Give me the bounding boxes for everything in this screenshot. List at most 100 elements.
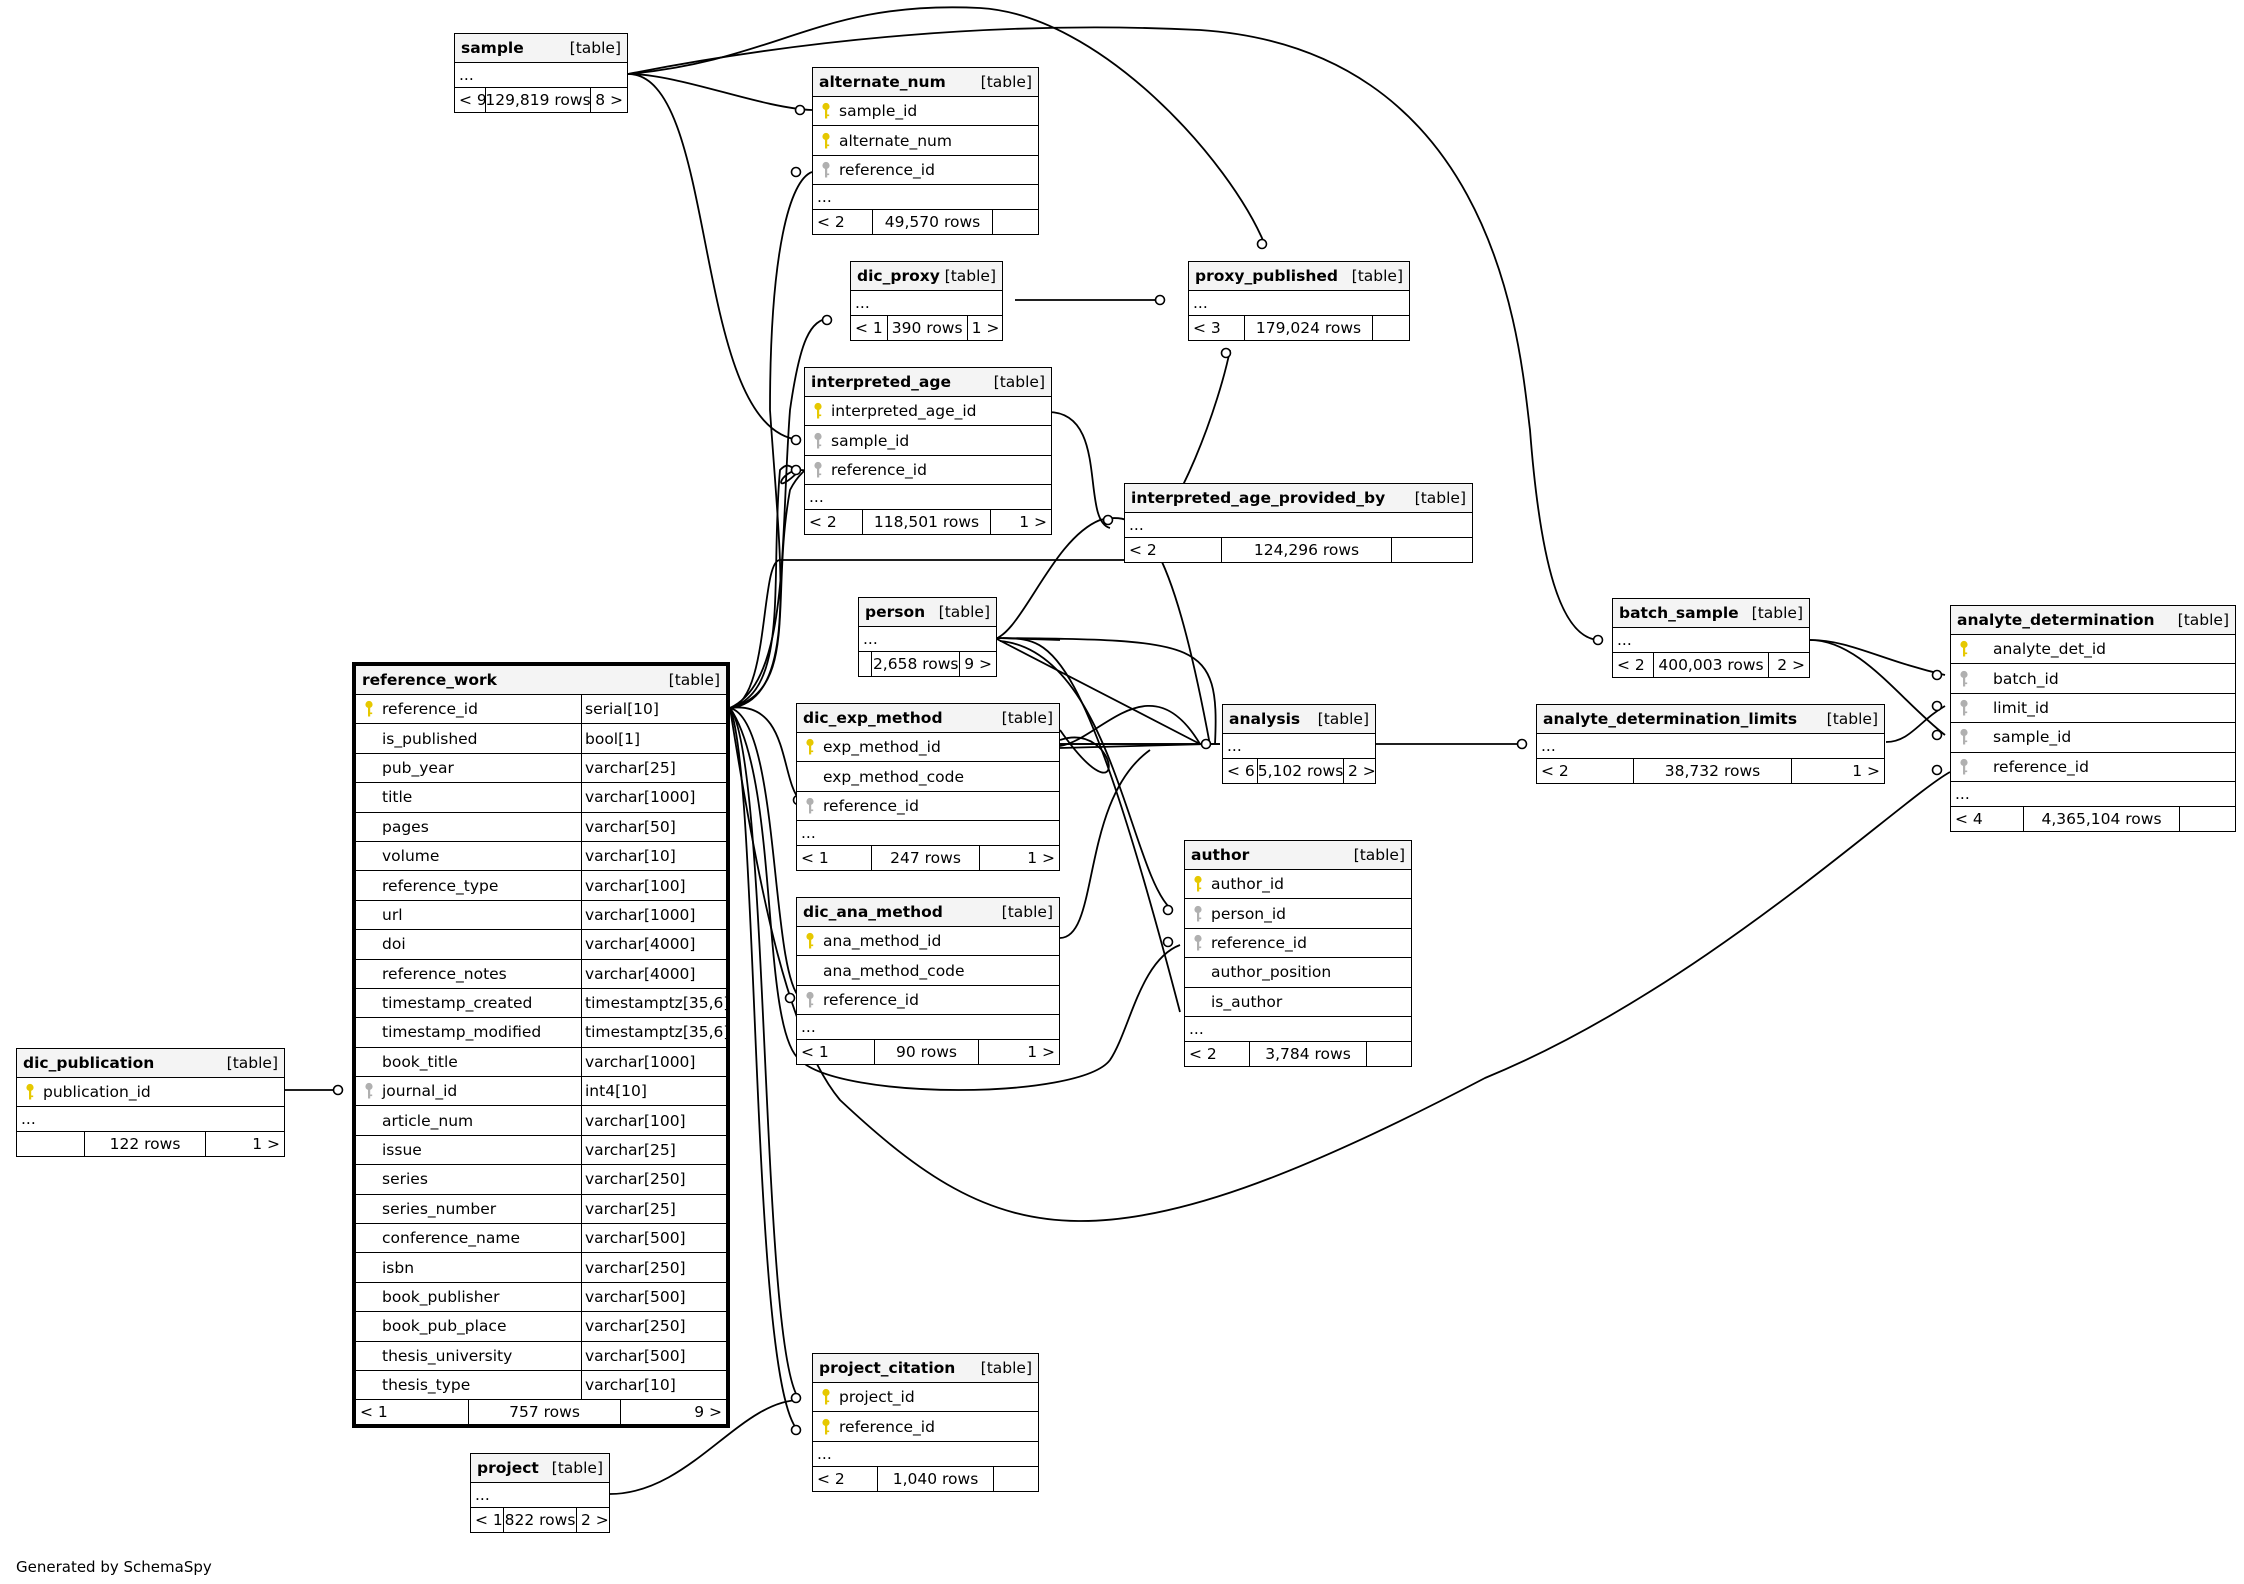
foot-right[interactable] bbox=[993, 1466, 1038, 1491]
foot-right[interactable]: 8 > bbox=[590, 88, 627, 112]
column-row: author_id bbox=[1185, 870, 1411, 900]
column-name: is_published bbox=[382, 729, 478, 748]
foot-right[interactable] bbox=[2179, 806, 2235, 831]
table-analyte-determination[interactable]: analyte_determination[table] analyte_det… bbox=[1950, 605, 2236, 832]
foot-left[interactable]: < 2 bbox=[1189, 1044, 1217, 1063]
foot-left[interactable] bbox=[17, 1132, 84, 1156]
column-name: thesis_type bbox=[382, 1376, 471, 1395]
row-count: 38,732 rows bbox=[1633, 759, 1791, 783]
foot-right[interactable]: 9 > bbox=[620, 1400, 726, 1425]
table-interpreted-age-provided-by[interactable]: interpreted_age_provided_by[table] ... <… bbox=[1124, 483, 1473, 563]
foot-right[interactable] bbox=[992, 210, 1038, 235]
table-header: analysis[table] bbox=[1223, 705, 1375, 734]
foot-right[interactable] bbox=[1391, 538, 1472, 562]
foot-right[interactable]: 1 > bbox=[978, 1040, 1059, 1065]
table-name: person bbox=[865, 603, 926, 621]
foot-right[interactable] bbox=[1366, 1041, 1411, 1066]
table-analyte-determination-limits[interactable]: analyte_determination_limits[table] ... … bbox=[1536, 704, 1885, 784]
table-header: dic_ana_method[table] bbox=[797, 898, 1059, 927]
foot-left[interactable]: < 1 bbox=[801, 1043, 829, 1062]
more-columns: ... bbox=[813, 1442, 1038, 1467]
foot-left[interactable]: < 1 bbox=[360, 1403, 388, 1422]
column-name: project_id bbox=[839, 1388, 915, 1407]
column-name: doi bbox=[382, 935, 406, 954]
foot-left[interactable]: < 3 bbox=[1193, 319, 1221, 337]
foot-left[interactable]: < 2 bbox=[1617, 656, 1645, 674]
more-columns: ... bbox=[17, 1107, 284, 1133]
table-author[interactable]: author[table] author_id person_id refere… bbox=[1184, 840, 1412, 1067]
column-row: reference_id bbox=[1185, 929, 1411, 959]
foot-right[interactable]: 1 > bbox=[990, 510, 1051, 535]
primary-key-icon bbox=[805, 738, 815, 756]
foot-left[interactable]: < 2 bbox=[1541, 762, 1569, 780]
row-count: 49,570 rows bbox=[872, 210, 992, 235]
more-columns: ... bbox=[797, 1015, 1059, 1041]
column-name: thesis_university bbox=[382, 1346, 513, 1365]
column-row: limit_id bbox=[1951, 694, 2235, 724]
column-row: author_position bbox=[1185, 958, 1411, 988]
table-tag: [table] bbox=[980, 1359, 1032, 1377]
table-header: interpreted_age[table] bbox=[805, 368, 1051, 397]
table-tag: [table] bbox=[551, 1459, 603, 1477]
column-name: timestamp_created bbox=[382, 994, 533, 1013]
foot-left[interactable]: < 4 bbox=[1955, 809, 1983, 828]
column-type: varchar[50] bbox=[581, 812, 726, 841]
column-name: sample_id bbox=[1993, 728, 2072, 747]
table-header: alternate_num[table] bbox=[813, 68, 1038, 97]
column-row: interpreted_age_id bbox=[805, 397, 1051, 427]
foot-left[interactable]: < 9 bbox=[459, 91, 487, 109]
table-dic-exp-method[interactable]: dic_exp_method[table] exp_method_id exp_… bbox=[796, 703, 1060, 872]
primary-key-icon bbox=[821, 1388, 831, 1406]
table-project-citation[interactable]: project_citation[table] project_id refer… bbox=[812, 1353, 1039, 1492]
table-header: author[table] bbox=[1185, 841, 1411, 870]
foot-right[interactable]: 2 > bbox=[576, 1508, 613, 1532]
table-dic-publication[interactable]: dic_publication[table] publication_id ..… bbox=[16, 1048, 285, 1158]
table-header: batch_sample[table] bbox=[1613, 599, 1809, 628]
column-row: reference_id bbox=[813, 1412, 1038, 1442]
table-header: project_citation[table] bbox=[813, 1354, 1038, 1383]
foot-left[interactable]: < 2 bbox=[1129, 541, 1157, 559]
foot-left[interactable]: < 1 bbox=[801, 849, 829, 868]
foot-left[interactable]: < 6 bbox=[1227, 762, 1255, 780]
column-name: isbn bbox=[382, 1258, 415, 1277]
foot-right[interactable]: 2 > bbox=[1768, 653, 1809, 677]
foot-right[interactable]: 1 > bbox=[1791, 759, 1884, 783]
row-count: 5,102 rows bbox=[1257, 759, 1343, 783]
foot-left[interactable] bbox=[859, 652, 871, 676]
primary-key-icon bbox=[1959, 640, 1969, 658]
foot-left[interactable]: < 1 bbox=[855, 319, 883, 337]
table-alternate-num[interactable]: alternate_num[table] sample_id alternate… bbox=[812, 67, 1039, 236]
column-name: limit_id bbox=[1993, 698, 2049, 717]
foot-left[interactable]: < 2 bbox=[809, 513, 837, 532]
foot-right[interactable]: 2 > bbox=[1343, 759, 1380, 783]
row-count: 118,501 rows bbox=[862, 510, 990, 535]
foot-right[interactable]: 1 > bbox=[966, 316, 1004, 340]
table-dic-ana-method[interactable]: dic_ana_method[table] ana_method_id ana_… bbox=[796, 897, 1060, 1066]
column-name: alternate_num bbox=[839, 131, 952, 150]
foot-left[interactable]: < 2 bbox=[817, 1469, 845, 1488]
foot-right[interactable]: 9 > bbox=[959, 652, 996, 676]
foot-left[interactable]: < 2 bbox=[817, 213, 845, 232]
foot-right[interactable]: 1 > bbox=[205, 1132, 284, 1157]
foot-right[interactable]: 1 > bbox=[979, 846, 1059, 871]
column-row: reference_id bbox=[1951, 753, 2235, 782]
more-columns: ... bbox=[851, 291, 1002, 316]
table-interpreted-age[interactable]: interpreted_age[table] interpreted_age_i… bbox=[804, 367, 1052, 536]
foot-left[interactable]: < 1 bbox=[475, 1511, 503, 1529]
foot-right[interactable] bbox=[1372, 316, 1409, 340]
